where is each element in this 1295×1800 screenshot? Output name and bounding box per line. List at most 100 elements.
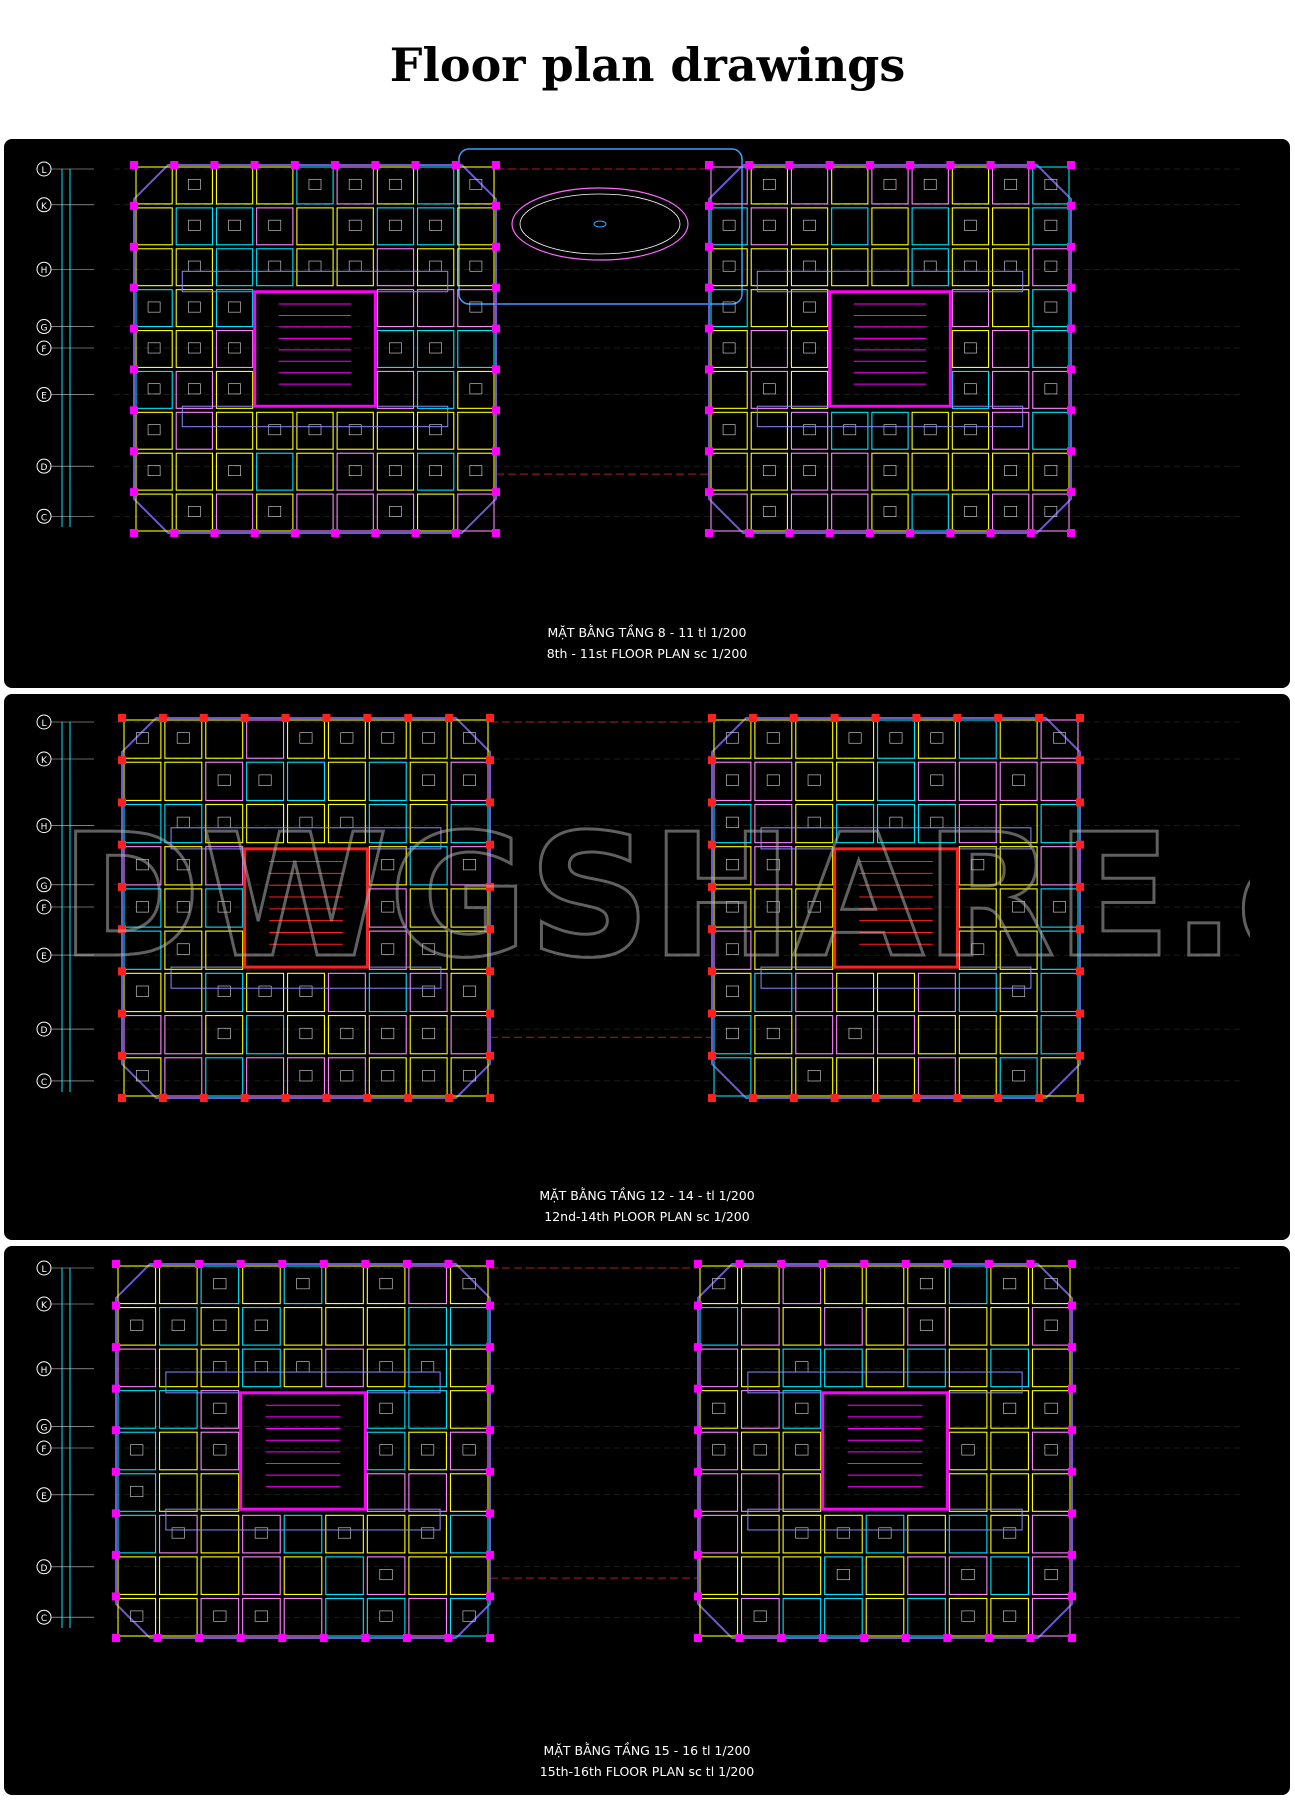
stair-core [243,847,369,969]
room-outline [754,1015,793,1055]
room-outline [795,888,834,928]
structural-column [486,1550,494,1559]
room-outline [408,1556,447,1595]
room-outline [1032,166,1070,205]
room-outline [336,248,374,287]
structural-column [492,447,500,456]
room-outline [699,1514,739,1554]
structural-column [1067,283,1075,292]
room-outline [408,1431,447,1471]
room-outline [325,1597,364,1637]
room-outline [205,846,244,886]
room-outline [948,1390,988,1429]
furniture [725,816,739,828]
structural-column [371,161,380,169]
room-outline [123,888,162,928]
furniture [308,260,322,272]
building-outline [708,164,1072,534]
structural-column [486,714,494,722]
structural-column [984,1260,993,1268]
room-outline [123,972,162,1013]
room-outline [990,1473,1029,1512]
furniture [753,1610,767,1622]
furniture [429,219,442,231]
room-outline [836,1015,875,1055]
room-outline [831,493,869,532]
room-outline [408,1348,447,1388]
room-outline [782,1348,822,1388]
room-outline [117,1348,157,1388]
furniture [930,732,944,744]
room-outline [877,719,915,759]
room-outline [1032,207,1070,246]
structural-column [1076,967,1084,976]
room-outline [175,289,213,328]
room-outline [135,330,173,368]
room-outline [710,452,748,491]
atrium-ellipse [519,193,681,255]
furniture [135,859,149,871]
room-outline [795,930,834,970]
structural-column [1067,242,1075,251]
room-outline [325,1265,364,1305]
room-outline [283,1265,323,1305]
furniture [176,859,190,871]
furniture [883,424,897,436]
room-outline [366,1390,406,1429]
structural-column [748,1094,757,1102]
furniture [878,1527,892,1539]
room-outline [325,1348,364,1388]
furniture [429,424,442,436]
furniture [348,178,362,190]
structural-column [118,1051,126,1060]
room-outline [408,1390,447,1429]
furniture [228,465,241,477]
room-outline [877,803,915,844]
structural-column [363,1094,372,1102]
furniture [971,943,985,955]
furniture [795,1444,809,1456]
structural-column [901,1634,910,1642]
room-outline [782,1307,822,1346]
room-outline [713,1015,752,1055]
room-outline [1040,972,1079,1013]
room-outline [368,930,407,970]
structural-column [492,488,500,497]
furniture [381,732,395,744]
structural-column [170,529,179,537]
furniture [389,465,402,477]
room-outline [376,493,415,532]
stair-core [253,290,377,408]
room-outline [417,166,455,205]
room-outline [376,248,415,287]
room-outline [376,370,415,409]
room-outline [449,1597,489,1637]
room-outline [287,719,325,759]
structural-column [195,1634,204,1642]
furniture [762,178,776,190]
furniture [1004,506,1017,517]
room-outline [215,330,254,368]
structural-column [363,714,372,722]
furniture [379,1444,393,1456]
room-outline [205,1057,244,1097]
furniture [147,465,161,477]
structural-column [486,1343,494,1352]
room-outline [958,888,997,928]
furniture [836,1569,850,1581]
room-outline [417,493,455,532]
structural-column [250,529,259,537]
room-outline [449,1390,489,1429]
furniture [421,1527,435,1539]
room-outline [871,493,909,532]
structural-column [402,1260,411,1268]
room-outline [999,719,1038,759]
room-outline [741,1390,780,1429]
room-outline [1040,803,1079,844]
furniture [187,260,201,272]
structural-column [953,714,962,722]
structural-column [789,714,798,722]
room-outline [1032,248,1070,287]
furniture [130,1485,144,1497]
room-outline [200,1473,240,1512]
